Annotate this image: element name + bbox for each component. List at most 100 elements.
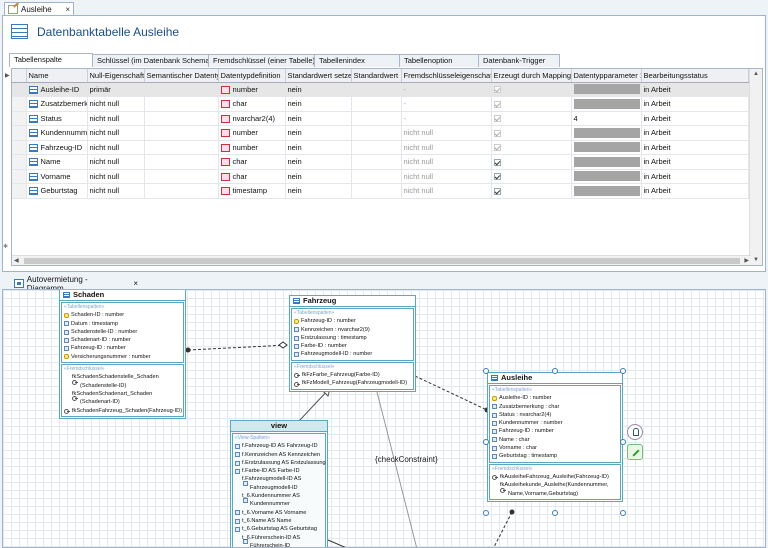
view-column[interactable]: t_6.Name AS Name <box>235 517 323 525</box>
scroll-up-arrow-icon[interactable]: ▲ <box>753 71 759 77</box>
cell-default[interactable] <box>351 169 402 184</box>
cell-typedef[interactable]: number <box>218 125 286 141</box>
col-header-param1[interactable]: Datentypparameter 1 <box>571 69 642 83</box>
tab-tabellenindex[interactable]: Tabellenindex <box>314 54 400 67</box>
row-header[interactable] <box>12 96 27 112</box>
cell-status[interactable]: in Arbeit <box>641 111 749 126</box>
view-column[interactable]: t_6.Geburtstag AS Geburtstag <box>235 525 323 533</box>
entity-view[interactable]: view «View-Spalten» f.Fahrzeug-ID AS Fah… <box>230 420 328 548</box>
foreign-key[interactable]: fkSchadenFahrzeug_Schaden(Fahrzeug-ID) <box>64 407 182 415</box>
attribute[interactable]: Datum : timestamp <box>64 320 181 328</box>
cell-typedef[interactable]: nvarchar2(4) <box>218 111 286 126</box>
col-header-mapping[interactable]: Erzeugt durch Mapping <box>491 69 572 83</box>
col-header-default[interactable]: Standardwert <box>351 69 402 83</box>
cell-typedef[interactable]: number <box>218 82 286 97</box>
cell-semtype[interactable] <box>144 183 219 199</box>
col-header-setdefault[interactable]: Standardwert setzen <box>285 69 352 83</box>
cell-param1[interactable] <box>571 183 642 199</box>
cell-mapping[interactable] <box>491 82 572 97</box>
cell-mapping[interactable] <box>491 96 572 112</box>
cell-semtype[interactable] <box>144 140 219 155</box>
cell-param1[interactable] <box>571 125 642 141</box>
mapping-checkbox[interactable] <box>493 129 501 137</box>
cell-mapping[interactable] <box>491 169 572 184</box>
attribute[interactable]: Kennzeichen : nvarchar2(9) <box>294 326 411 334</box>
attribute[interactable]: Fahrzeugmodell-ID : number <box>294 350 411 358</box>
view-column[interactable]: f.Kennzeichen AS Kennzeichen <box>235 451 323 459</box>
row-header[interactable] <box>12 111 27 126</box>
tab-schluessel[interactable]: Schlüssel (im Datenbank Schema) <box>92 54 212 67</box>
attribute[interactable]: Farbe-ID : number <box>294 342 411 350</box>
row-header[interactable] <box>12 82 27 97</box>
vertical-scrollbar[interactable]: ▲ ▼ <box>749 69 762 265</box>
resize-handle[interactable] <box>620 368 626 374</box>
cell-setdefault[interactable]: nein <box>285 169 352 184</box>
editor-tab[interactable]: Ausleihe × <box>4 2 74 16</box>
cell-typedef[interactable]: char <box>218 169 286 184</box>
attribute[interactable]: Schaden-ID : number <box>64 311 181 319</box>
resize-handle[interactable] <box>552 368 558 374</box>
col-header-typedef[interactable]: Datentypdefinition <box>218 69 286 83</box>
row-header[interactable] <box>12 125 27 141</box>
view-column[interactable]: f.Fahrzeug-ID AS Fahrzeug-ID <box>235 442 323 450</box>
cell-typedef[interactable]: timestamp <box>218 183 286 199</box>
cell-param1[interactable] <box>571 82 642 97</box>
cell-null[interactable]: primär <box>87 82 145 97</box>
foreign-key[interactable]: fkSchadenSchadenart_Schaden (Schadenart-… <box>72 390 153 406</box>
tab-fremdschluessel[interactable]: Fremdschlüssel (einer Tabelle) <box>208 54 315 67</box>
foreign-key[interactable]: fkFzFarbe_Fahrzeug(Farbe-ID) <box>294 371 411 379</box>
attribute[interactable]: Zusatzbemerkung : char <box>492 403 618 411</box>
scroll-down-arrow-icon[interactable]: ▼ <box>753 257 759 263</box>
cell-null[interactable]: nicht null <box>87 169 145 184</box>
cell-typedef[interactable]: number <box>218 140 286 155</box>
cell-fkprop[interactable]: nicht null <box>401 169 492 184</box>
close-icon[interactable]: × <box>133 279 138 288</box>
row-header[interactable] <box>12 169 27 184</box>
add-relation-icon[interactable] <box>627 424 643 440</box>
mapping-checkbox[interactable] <box>493 115 501 123</box>
attribute[interactable]: Versicherungsnummer : number <box>64 353 181 361</box>
cell-fkprop[interactable]: - <box>401 96 492 112</box>
cell-default[interactable] <box>351 125 402 141</box>
cell-param1[interactable]: 4 <box>571 111 642 126</box>
cell-null[interactable]: nicht null <box>87 111 145 126</box>
cell-status[interactable]: in Arbeit <box>641 140 749 155</box>
attribute[interactable]: Schadenstelle-ID : number <box>64 328 181 336</box>
cell-default[interactable] <box>351 82 402 97</box>
cell-name[interactable]: Zusatzbemerkung <box>26 96 88 112</box>
cell-semtype[interactable] <box>144 82 219 97</box>
cell-semtype[interactable] <box>144 125 219 141</box>
tab-tabellenoption[interactable]: Tabellenoption <box>399 54 479 67</box>
view-column[interactable]: t_6.Kundennummer AS Kundennummer <box>242 493 300 508</box>
attribute[interactable]: Fahrzeug-ID : number <box>492 427 618 435</box>
cell-mapping[interactable] <box>491 111 572 126</box>
attribute[interactable]: Schadenart-ID : number <box>64 336 181 344</box>
foreign-key[interactable]: fkAusleiheFahrzeug_Ausleihe(Fahrzeug-ID) <box>492 473 618 481</box>
cell-fkprop[interactable]: nicht null <box>401 140 492 155</box>
attribute[interactable]: Kundennummer : number <box>492 419 618 427</box>
attribute[interactable]: Status : nvarchar2(4) <box>492 411 618 419</box>
view-column[interactable]: t_6.Führerschein-ID AS Führerschein-ID <box>242 534 301 548</box>
cell-name[interactable]: Status <box>26 111 88 126</box>
cell-null[interactable]: nicht null <box>87 183 145 199</box>
cell-fkprop[interactable]: - <box>401 111 492 126</box>
entity-schaden[interactable]: Schaden «Tabellenspalten» Schaden-ID : n… <box>59 290 186 419</box>
tab-datenbank-trigger[interactable]: Datenbank-Trigger <box>478 54 560 67</box>
cell-fkprop[interactable]: nicht null <box>401 125 492 141</box>
resize-handle[interactable] <box>483 510 489 516</box>
entity-fahrzeug[interactable]: Fahrzeug «Tabellenspalten» Fahrzeug-ID :… <box>289 295 416 392</box>
cell-semtype[interactable] <box>144 111 219 126</box>
resize-handle[interactable] <box>620 510 626 516</box>
cell-null[interactable]: nicht null <box>87 140 145 155</box>
cell-default[interactable] <box>351 140 402 155</box>
cell-default[interactable] <box>351 111 402 126</box>
horizontal-scroll-thumb[interactable] <box>24 258 740 264</box>
col-header-name[interactable]: Name <box>26 69 88 83</box>
cell-param1[interactable] <box>571 154 642 170</box>
row-header[interactable] <box>12 140 27 155</box>
resize-handle[interactable] <box>483 368 489 374</box>
cell-name[interactable]: Fahrzeug-ID <box>26 140 88 155</box>
cell-param1[interactable] <box>571 169 642 184</box>
